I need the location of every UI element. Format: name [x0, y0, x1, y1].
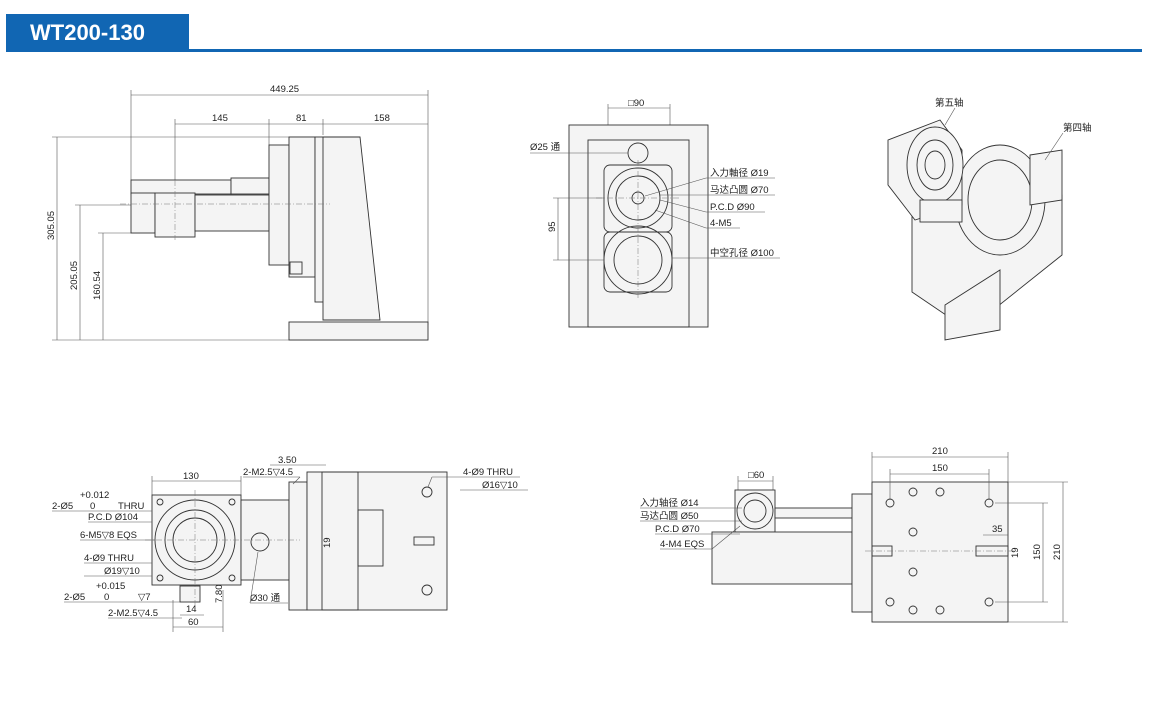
- iso-view: 第五轴 第四轴: [887, 97, 1092, 341]
- callout-right-cb: Ø16▽10: [482, 480, 518, 491]
- dim-19: 19: [322, 537, 333, 548]
- callout-input-shaft: 入力軸径 Ø19: [710, 167, 769, 179]
- side-view: 449.25 145 81 158 305.05 205.05 160.54: [46, 84, 429, 341]
- dim-19-right: 19: [1010, 547, 1021, 558]
- dim-h3: 160.54: [92, 271, 103, 300]
- callout-pcd-70: P.C.D Ø70: [655, 524, 700, 535]
- dim-overall-width: 449.25: [270, 84, 299, 95]
- dim-hole-25: Ø25 通: [530, 142, 561, 153]
- pin1-thru: THRU: [118, 501, 145, 512]
- callout-cb-19: Ø19▽10: [104, 566, 140, 577]
- dim-offset-95: 95: [547, 221, 558, 232]
- pin2-label: 2-Ø5: [64, 592, 85, 603]
- dim-height-210: 210: [1052, 544, 1063, 560]
- dim-width-150: 150: [932, 463, 948, 474]
- dim-14: 14: [186, 604, 197, 615]
- dim-seg1: 145: [212, 113, 228, 124]
- pin2-tol: +0.015: [96, 581, 125, 592]
- callout-m4: 4-M4 EQS: [660, 539, 704, 550]
- callout-pcd-104: P.C.D Ø104: [88, 512, 138, 523]
- label-axis-4: 第四轴: [1063, 122, 1092, 134]
- header-rule: [6, 49, 1142, 52]
- pin1-tol2: 0: [90, 501, 95, 512]
- callout-m25-bottom: 2-M2.5▽4.5: [108, 608, 158, 619]
- callout-m5: 6-M5▽8 EQS: [80, 530, 137, 541]
- dim-3-50: 3.50: [278, 455, 297, 466]
- callout-motor-boss-50: 马达凸圆 Ø50: [640, 510, 699, 522]
- bottom-right-view: □60 210 150 35 19: [640, 446, 1068, 623]
- dim-seg3: 158: [374, 113, 390, 124]
- dim-square-60: □60: [748, 470, 764, 481]
- pin1-label: 2-Ø5: [52, 501, 73, 512]
- callout-holes-9: 4-Ø9 THRU: [84, 553, 134, 564]
- dim-width-130: 130: [183, 471, 199, 482]
- dim-width-210: 210: [932, 446, 948, 457]
- dim-60: 60: [188, 617, 199, 628]
- pin2-tol2: 0: [104, 592, 109, 603]
- dim-h2: 205.05: [69, 261, 80, 290]
- callout-m25-top: 2-M2.5▽4.5: [243, 467, 293, 478]
- pin1-tol: +0.012: [80, 490, 109, 501]
- callout-input-shaft-14: 入力轴径 Ø14: [640, 497, 699, 509]
- callout-right-holes: 4-Ø9 THRU: [463, 467, 513, 478]
- label-axis-5: 第五轴: [935, 97, 964, 109]
- callout-motor-boss: 马达凸圆 Ø70: [710, 184, 769, 196]
- dim-seg2: 81: [296, 113, 307, 124]
- front-view: □90 Ø25 通 95 入力軸径 Ø19 马达凸圆 Ø70 P.C.D Ø90…: [530, 98, 780, 328]
- title-bar: WT200-130: [6, 14, 189, 51]
- model-title: WT200-130: [30, 20, 145, 45]
- pin2-depth: ▽7: [138, 592, 151, 603]
- callout-screws: 4-M5: [710, 218, 732, 229]
- callout-pcd: P.C.D Ø90: [710, 202, 755, 213]
- dim-35: 35: [992, 524, 1003, 535]
- callout-thru-30: Ø30 通: [250, 593, 281, 604]
- callout-hollow: 中空孔径 Ø100: [710, 247, 774, 259]
- bottom-left-view: 130 +0.012 2-Ø5 0 THRU P.C.D Ø104 6-M5▽8…: [52, 455, 528, 632]
- dim-height-150: 150: [1032, 544, 1043, 560]
- dim-square: □90: [628, 98, 644, 109]
- dim-7-80: 7.80: [214, 585, 225, 604]
- dim-h1: 305.05: [46, 211, 57, 240]
